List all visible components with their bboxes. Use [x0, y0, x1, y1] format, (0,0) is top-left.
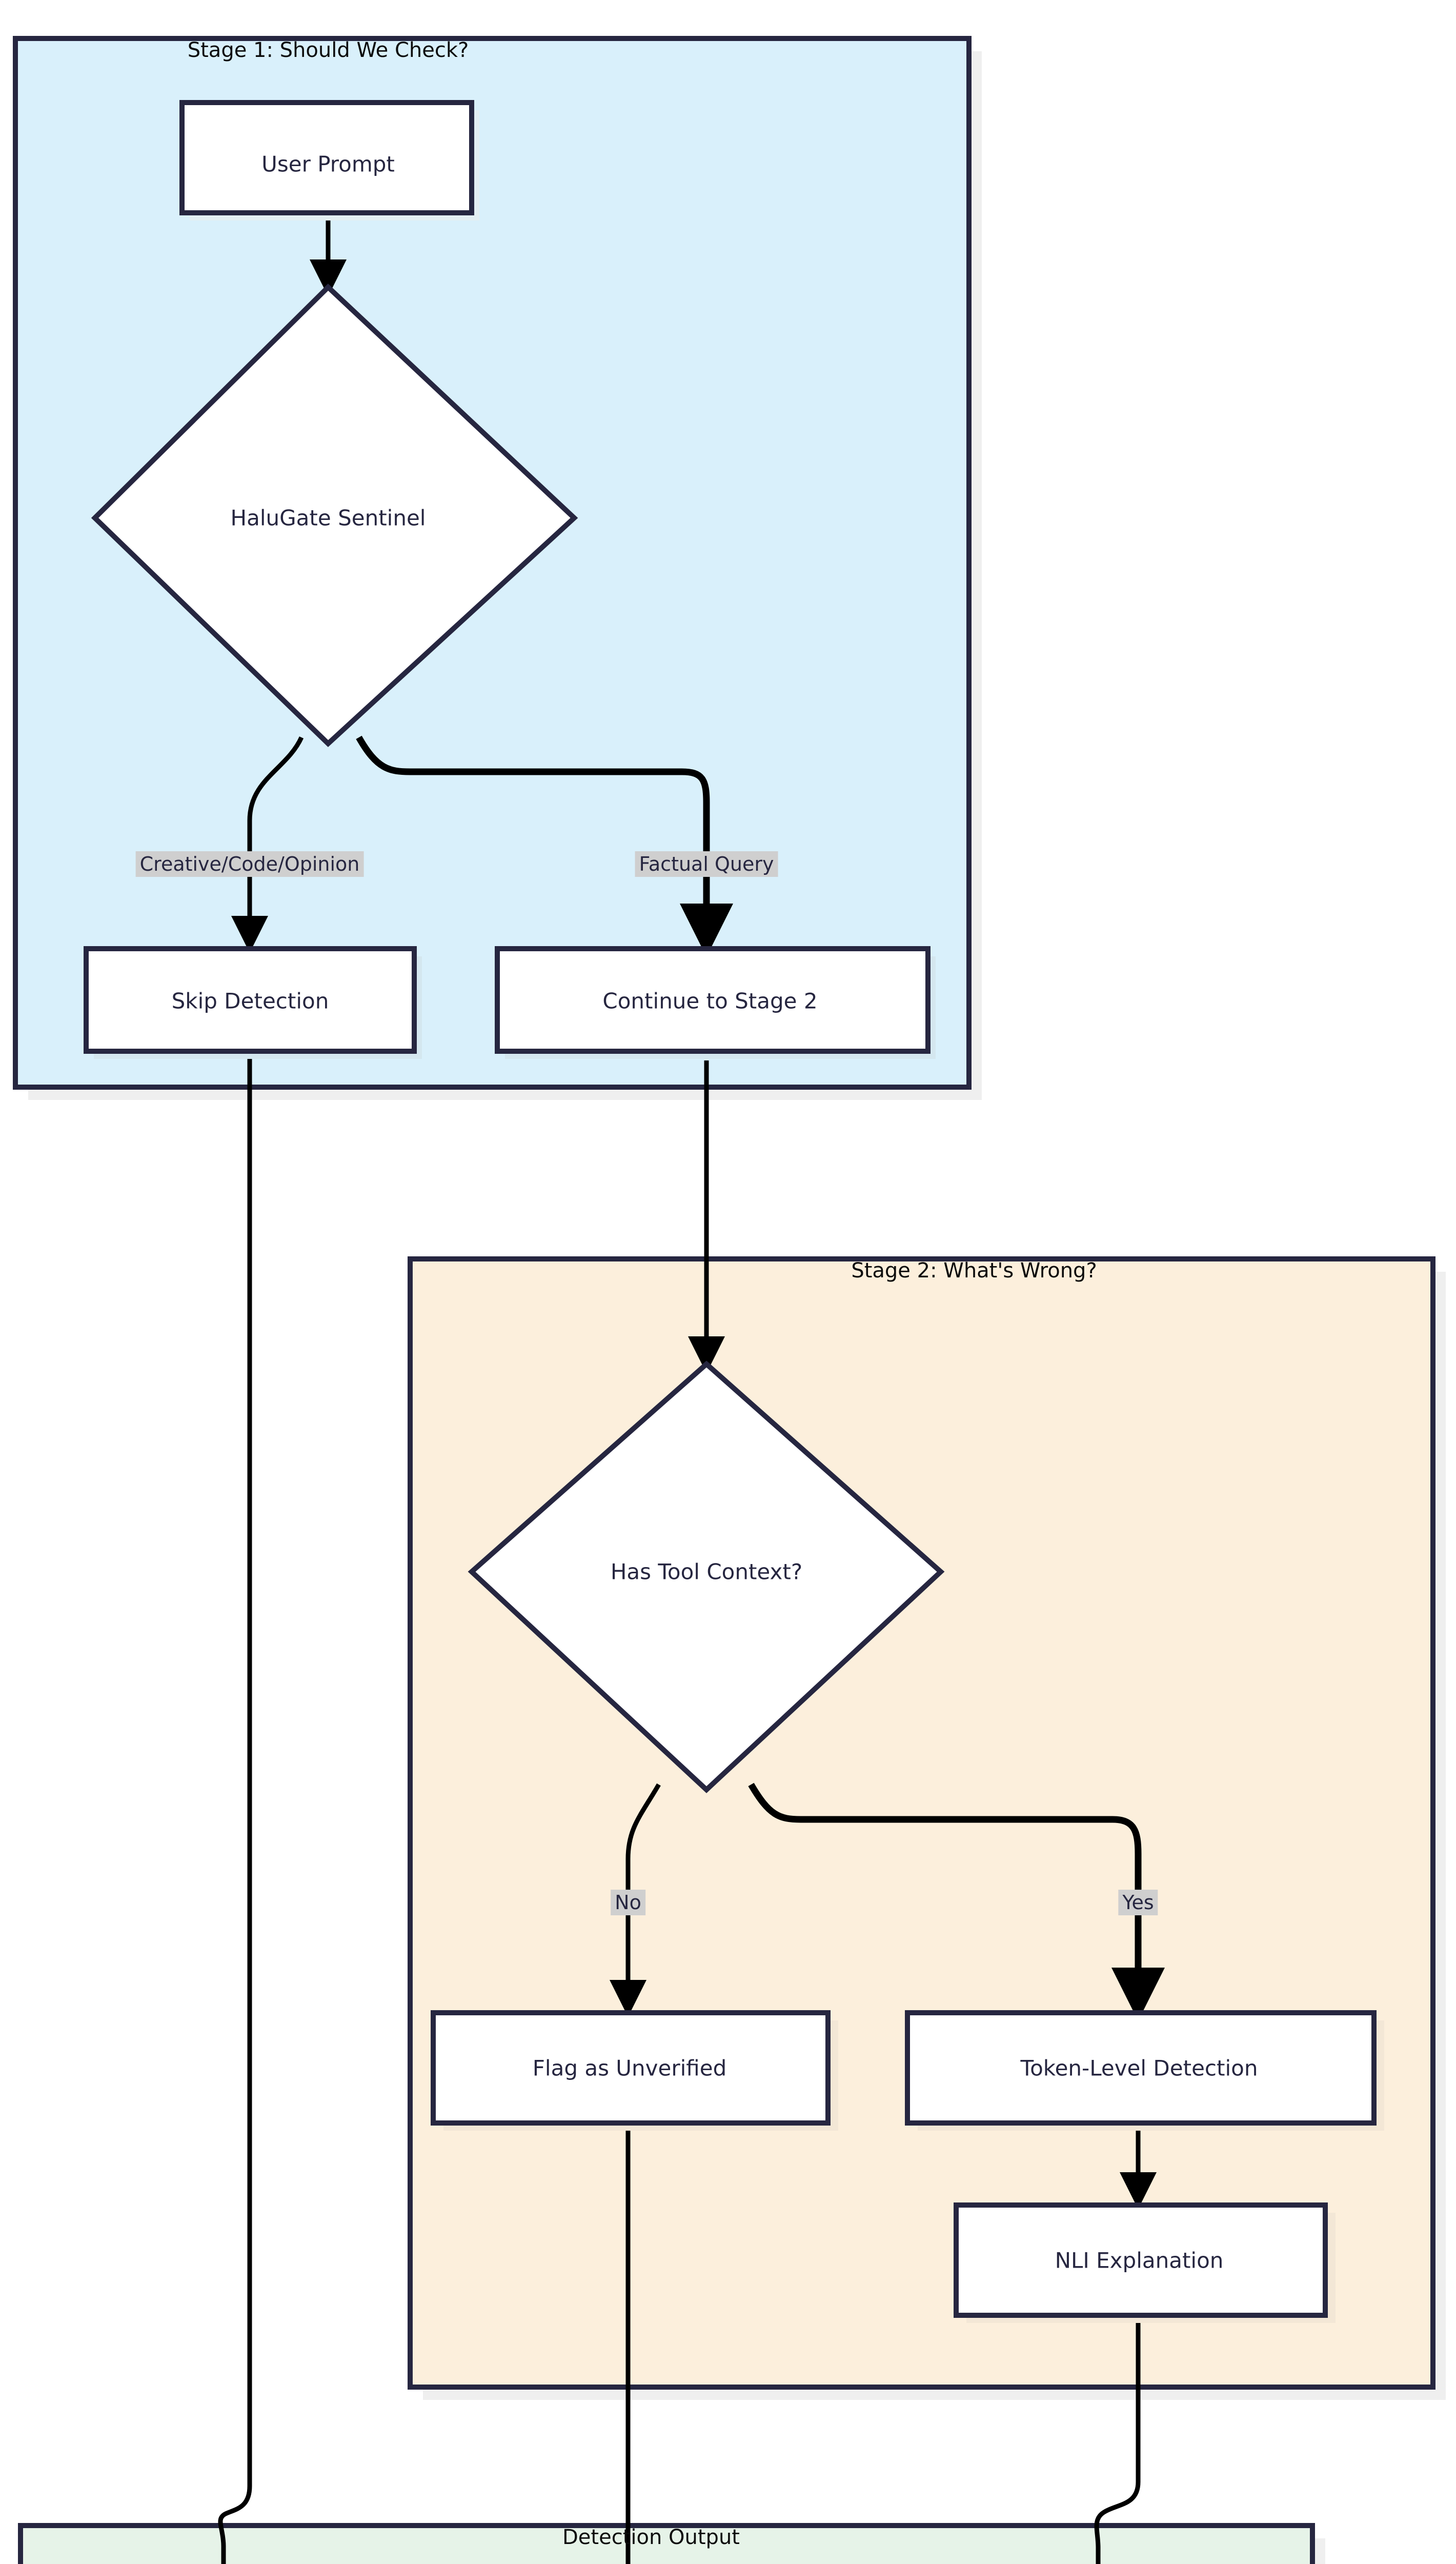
output-title: Detection Output [562, 2526, 740, 2549]
node-label-user-prompt: User Prompt [261, 151, 395, 177]
node-skip-detection[interactable] [84, 946, 417, 1054]
edge-label-yes: Yes [1118, 1890, 1158, 1915]
node-label-nli-explanation: NLI Explanation [1055, 2248, 1224, 2273]
stage2-title: Stage 2: What's Wrong? [851, 1259, 1097, 1283]
node-has-tool-context[interactable] [468, 1360, 945, 1793]
node-label-has-tool-context: Has Tool Context? [610, 1559, 803, 1585]
node-token-level-detection[interactable] [905, 2010, 1377, 2126]
edge-nli-to-report [1094, 2315, 1141, 2564]
node-user-prompt[interactable] [179, 100, 474, 215]
stage1-title: Stage 1: Should We Check? [187, 38, 469, 62]
edge-has-tool-to-token [748, 1782, 1165, 2021]
node-continue-to-stage-2[interactable] [495, 946, 931, 1054]
edge-label-creative-code-opinion: Creative/Code/Opinion [135, 851, 364, 877]
edge-label-factual-query: Factual Query [635, 851, 778, 877]
node-label-halugate-sentinel: HaluGate Sentinel [230, 505, 426, 531]
stage2-container [408, 1256, 1435, 2390]
node-label-continue-to-stage-2: Continue to Stage 2 [602, 988, 818, 1014]
node-nli-explanation[interactable] [954, 2202, 1328, 2318]
edge-label-no: No [611, 1890, 645, 1915]
node-label-skip-detection: Skip Detection [171, 988, 329, 1014]
edge-sentinel-to-continue [356, 735, 733, 957]
edge-skip-to-pass-through [218, 1048, 252, 2564]
edge-has-tool-to-flag [610, 1783, 661, 2017]
node-flag-as-unverified[interactable] [431, 2010, 831, 2126]
node-label-token-level-detection: Token-Level Detection [1020, 2055, 1258, 2081]
edge-sentinel-to-skip [231, 736, 304, 953]
node-halugate-sentinel[interactable] [91, 284, 578, 747]
node-label-flag-as-unverified: Flag as Unverified [532, 2055, 727, 2081]
